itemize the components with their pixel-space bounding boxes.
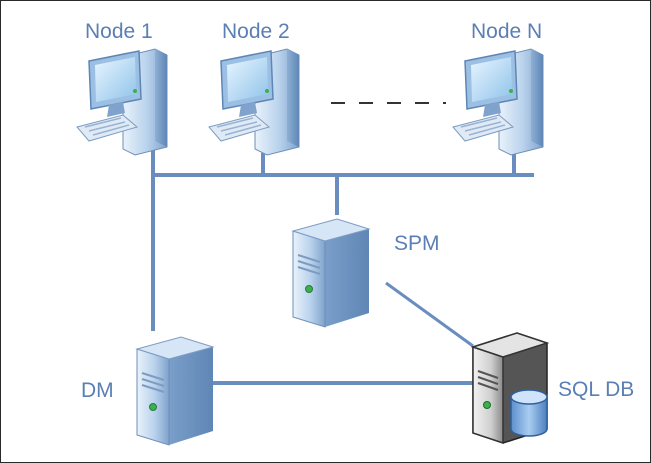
node-n-label: Node N bbox=[471, 20, 543, 43]
database-server-icon bbox=[470, 332, 550, 445]
spm-sqldb-line bbox=[385, 281, 474, 348]
desktop-computer-icon bbox=[76, 48, 168, 156]
node-2-label: Node 2 bbox=[222, 20, 290, 43]
database-cylinder-icon bbox=[510, 389, 548, 437]
dm-server-icon bbox=[135, 336, 215, 446]
node-1-label: Node 1 bbox=[85, 20, 153, 43]
dm-label: DM bbox=[81, 379, 114, 402]
sql-db-label: SQL DB bbox=[558, 378, 635, 401]
network-links bbox=[151, 102, 534, 385]
desktop-computer-icon bbox=[452, 48, 544, 156]
spm-label: SPM bbox=[394, 232, 440, 255]
desktop-computer-icon bbox=[208, 48, 300, 156]
spm-server-icon bbox=[291, 218, 371, 328]
